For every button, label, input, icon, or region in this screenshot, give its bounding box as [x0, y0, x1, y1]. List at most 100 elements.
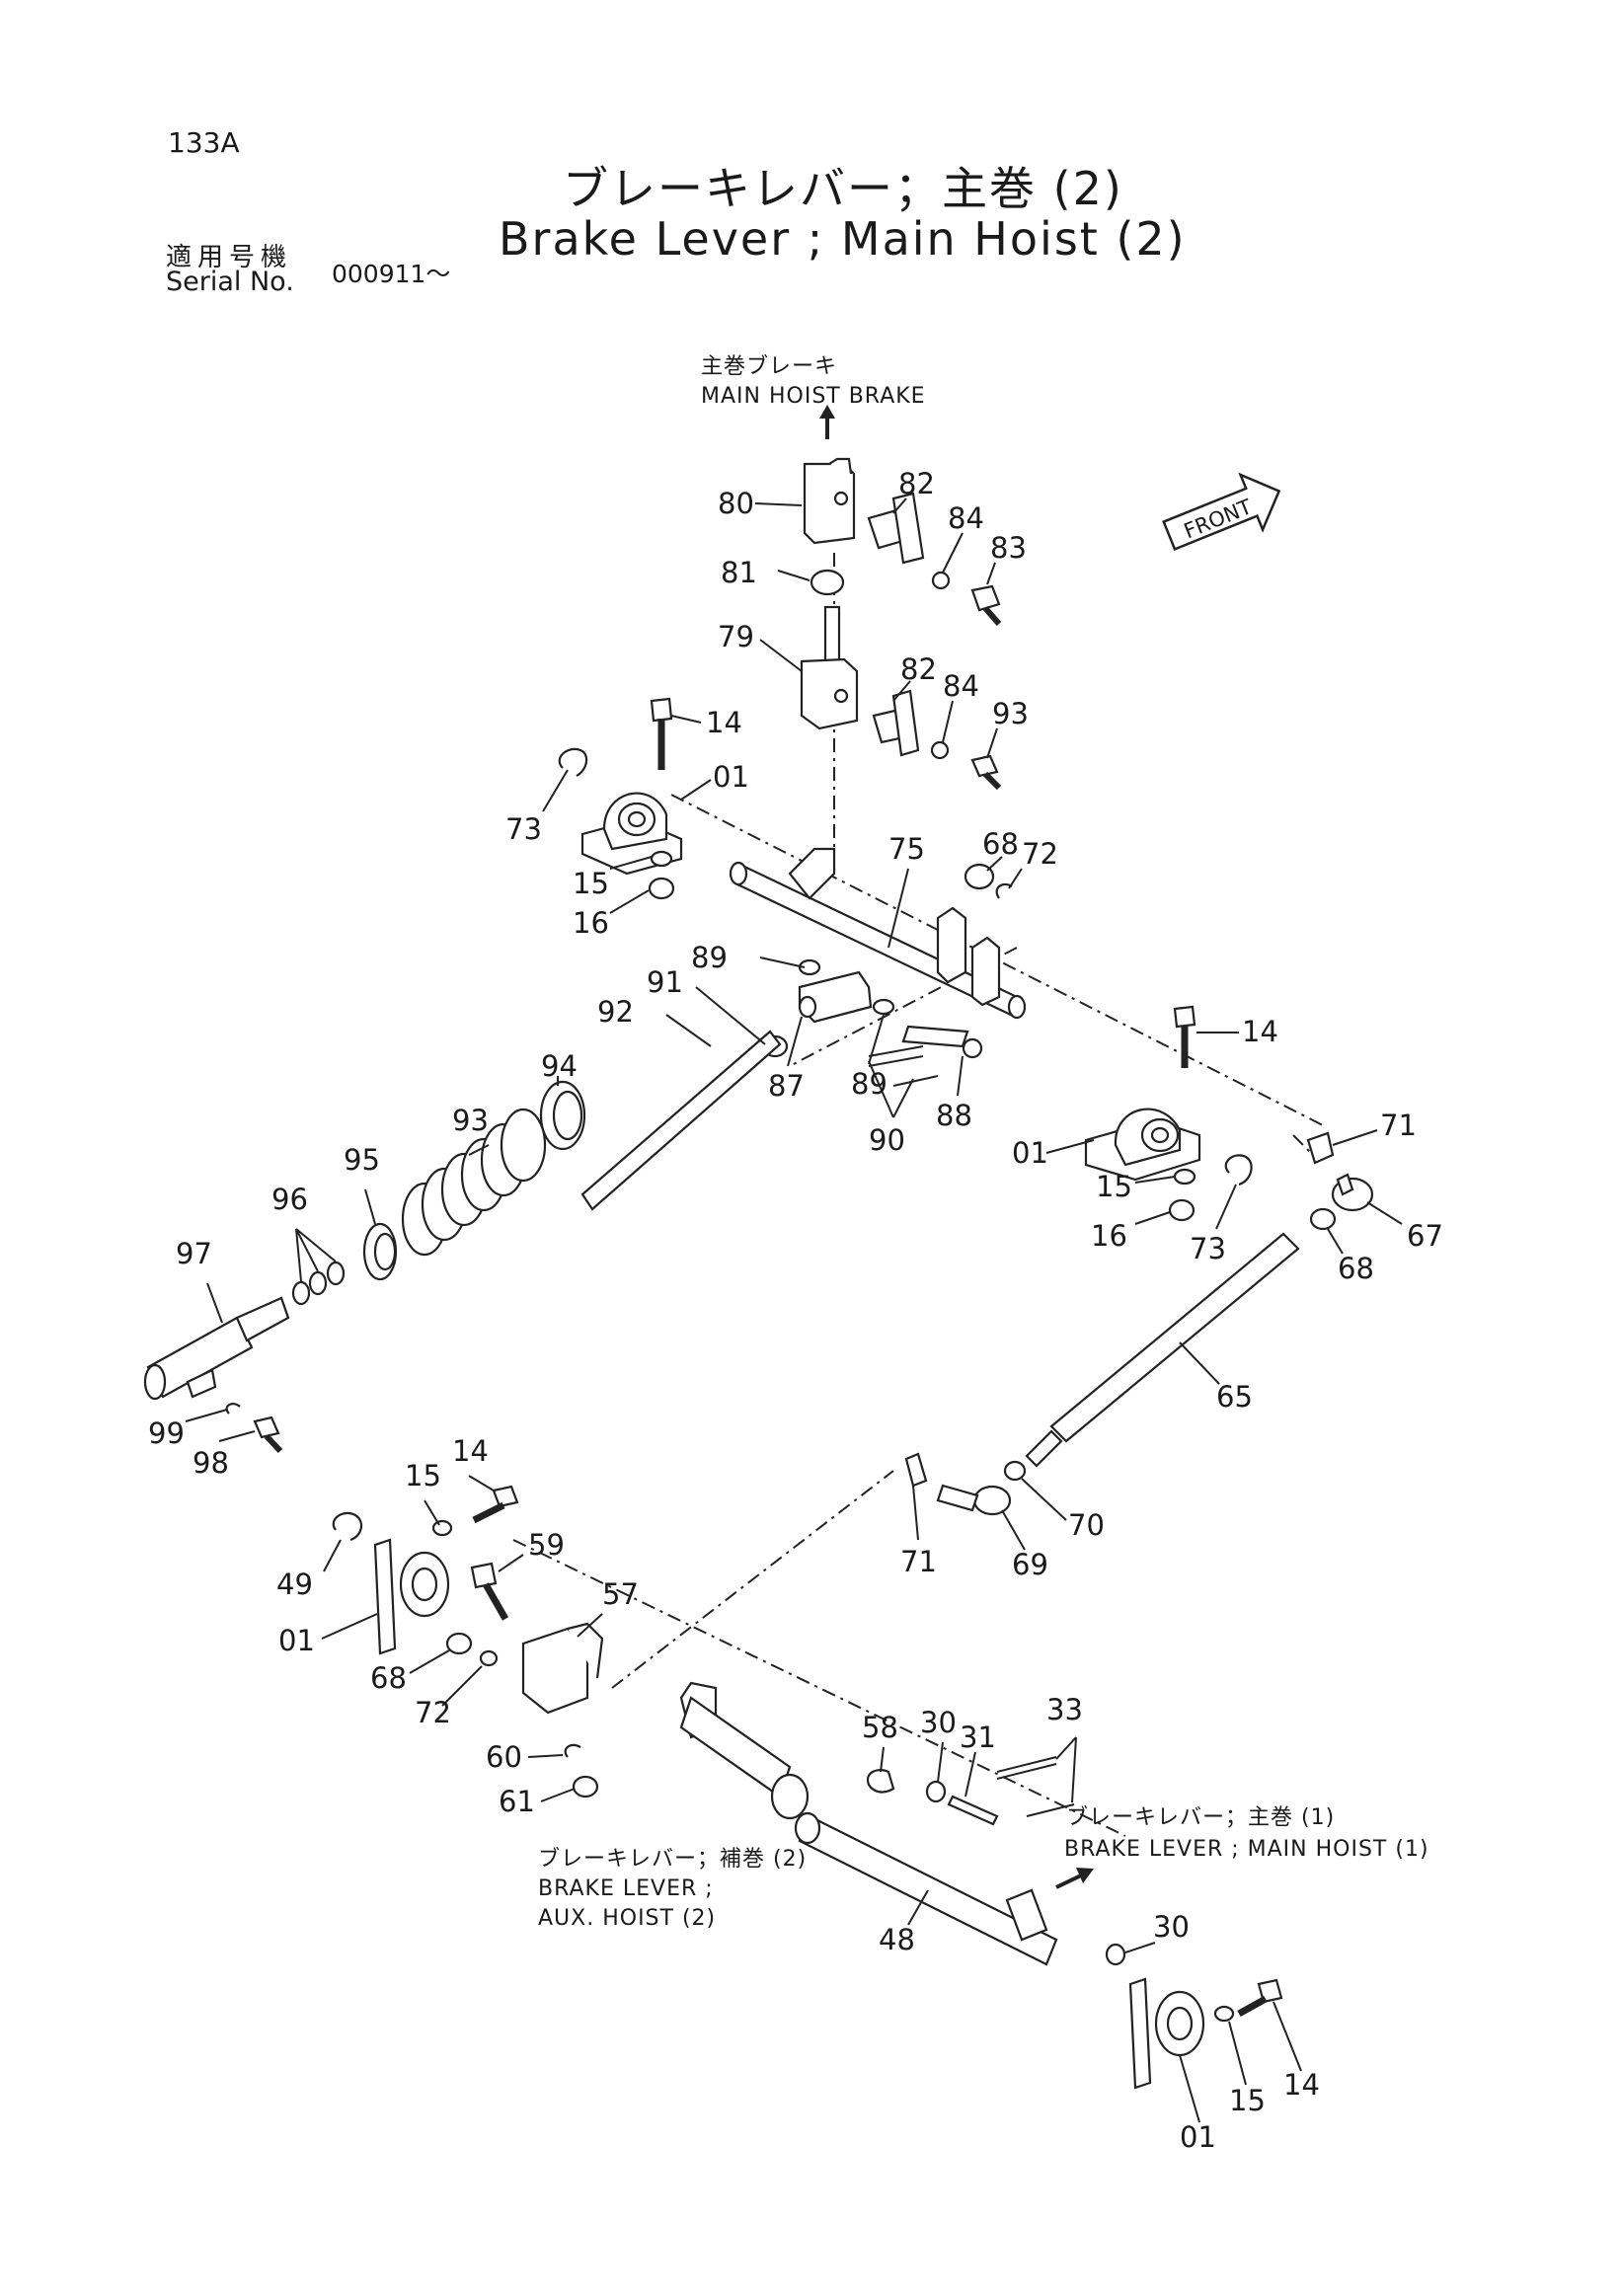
callout-16-right: 16: [1091, 1219, 1127, 1253]
callout-81: 81: [721, 556, 757, 589]
callout-68-right: 68: [1338, 1252, 1374, 1285]
link-87: [798, 970, 873, 1024]
callout-15-upper: 15: [573, 867, 609, 900]
snap-ring-84-upper: [931, 571, 951, 590]
snap-ring-84-lower: [930, 740, 950, 760]
nuts-96: [291, 1261, 346, 1306]
callout-30-lower: 30: [1153, 1910, 1190, 1944]
callout-89-upper: 89: [691, 941, 728, 974]
bolt-83: [970, 584, 1002, 626]
callout-80: 80: [718, 487, 754, 520]
callout-73-upper: 73: [505, 812, 542, 846]
note-aux-ja: ブレーキレバー；補巻 (2): [538, 1847, 807, 1872]
nut-16-upper: [648, 877, 675, 900]
note-aux-en-2: AUX. HOIST (2): [538, 1906, 716, 1931]
callout-93-spring: 93: [452, 1104, 489, 1137]
callout-71-upper: 71: [1380, 1109, 1417, 1142]
clevis-79: [800, 605, 859, 730]
washer-60: [564, 1743, 581, 1758]
title-japanese: ブレーキレバー；主巻 (2): [563, 162, 1123, 215]
callout-95: 95: [344, 1143, 380, 1177]
pin-82-lower: [872, 689, 920, 757]
callout-68-upper: 68: [982, 827, 1019, 861]
note-main1-en: BRAKE LEVER ; MAIN HOIST (1): [1064, 1837, 1429, 1862]
note-aux-en-1: BRAKE LEVER ;: [538, 1876, 714, 1901]
bearing-01-upper-right: [1084, 1108, 1201, 1182]
callout-60: 60: [486, 1740, 522, 1774]
snap-ring-49: [332, 1511, 363, 1542]
callout-84-lower: 84: [943, 669, 979, 703]
note-main1-ja: ブレーキレバー；主巻 (1): [1066, 1805, 1335, 1830]
callout-14-upper-right: 14: [1242, 1015, 1278, 1048]
arrow-right-icon: [1055, 1868, 1094, 1889]
title-english: Brake Lever ; Main Hoist (2): [499, 212, 1187, 266]
callout-48: 48: [879, 1923, 915, 1956]
callout-87: 87: [768, 1069, 805, 1103]
clip-71-upper: [1306, 1131, 1335, 1165]
callout-70: 70: [1068, 1508, 1105, 1542]
bolt-14-upper-right: [1173, 1005, 1196, 1068]
nut-70: [1003, 1460, 1027, 1482]
clip-71-lower: [904, 1452, 928, 1488]
washer-15-upper: [650, 850, 673, 868]
callout-94: 94: [541, 1049, 578, 1083]
snap-ring-99: [225, 1403, 241, 1415]
callout-01-upper-right: 01: [1012, 1136, 1048, 1170]
callout-14-upper-left: 14: [706, 706, 742, 739]
bolt-14-lower-right: [1237, 1978, 1283, 2018]
ball-joint-69: [936, 1484, 1012, 1516]
callout-93-upper: 93: [992, 697, 1029, 730]
callout-84-upper: 84: [948, 501, 984, 535]
snap-ring-73-right: [1224, 1154, 1253, 1186]
callout-73-right: 73: [1190, 1232, 1226, 1265]
washer-89-upper: [798, 958, 821, 976]
nut-81: [810, 569, 845, 596]
callout-89-lower: 89: [851, 1067, 887, 1101]
pin-82-upper: [867, 492, 925, 565]
washer-15-right: [1173, 1168, 1196, 1186]
callout-79: 79: [718, 620, 754, 653]
nut-68-lower: [445, 1632, 473, 1655]
threaded-rod-92: [580, 1030, 782, 1211]
serial-label-japanese: 適用号機: [166, 243, 293, 272]
note-aux-hoist: ブレーキレバー；補巻 (2) BRAKE LEVER ; AUX. HOIST …: [538, 1847, 807, 1931]
snap-ring-73-upper: [558, 747, 588, 777]
centerline-diagonal: [611, 1470, 894, 1689]
page-number: 133A: [168, 126, 240, 159]
callout-67: 67: [1407, 1219, 1443, 1253]
callout-72-lower: 72: [415, 1696, 451, 1729]
lever-aux-hoist: [679, 1681, 810, 1820]
callout-31: 31: [960, 1721, 996, 1754]
callout-88: 88: [936, 1099, 972, 1132]
bearing-01-lower-right: [1128, 1977, 1205, 2090]
callout-labels: 80 82 84 83 81 79 82 84 93 14 01 73 15 1…: [148, 467, 1443, 2154]
callout-15-lower-left: 15: [405, 1459, 441, 1492]
front-arrow-icon: FRONT: [1162, 472, 1281, 552]
nut-16-right: [1168, 1198, 1196, 1222]
note-main-hoist-1: ブレーキレバー；主巻 (1) BRAKE LEVER ; MAIN HOIST …: [1055, 1805, 1429, 1889]
callout-99: 99: [148, 1416, 185, 1450]
callout-75: 75: [888, 832, 925, 866]
callout-33: 33: [1046, 1693, 1083, 1726]
callout-71-lower: 71: [900, 1545, 937, 1578]
washer-15-lower-left: [431, 1519, 453, 1537]
callout-30-upper: 30: [920, 1706, 957, 1739]
callout-49: 49: [276, 1568, 313, 1601]
nut-61: [572, 1775, 599, 1799]
shaft-48: [794, 1811, 1058, 1966]
callout-01-lower-left: 01: [278, 1624, 315, 1657]
callout-83: 83: [990, 531, 1027, 565]
washer-30-lower: [1105, 1943, 1126, 1966]
note-main-hoist-brake-ja: 主巻ブレーキ: [701, 354, 837, 379]
bolt-98: [253, 1416, 283, 1454]
serial-number-value: 000911～: [332, 260, 451, 288]
cotter-pins-33: [996, 1756, 1075, 1817]
pin-31: [947, 1795, 999, 1826]
spring-seat-95: [362, 1222, 398, 1281]
callout-91: 91: [647, 965, 683, 999]
bolt-59: [470, 1562, 509, 1621]
washer-72-lower: [479, 1649, 499, 1667]
callout-90: 90: [869, 1123, 905, 1157]
key-58: [866, 1768, 895, 1794]
callout-61: 61: [499, 1785, 535, 1818]
